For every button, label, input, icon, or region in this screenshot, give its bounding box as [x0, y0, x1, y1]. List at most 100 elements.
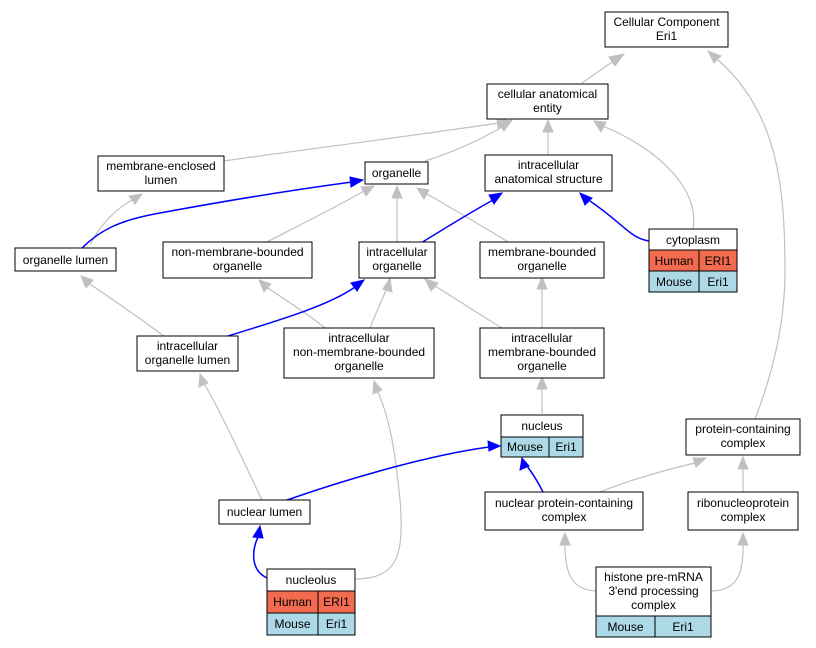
edge-inmbo-to-nmbo	[267, 287, 326, 329]
node-nuclear-lumen[interactable]: nuclear lumen	[218, 499, 311, 525]
edge-histone-to-rnp	[711, 544, 744, 592]
node-nucleolus[interactable]: nucleolus Human ERI1 Mouse Eri1	[266, 568, 356, 636]
node-cellular-component-root[interactable]: Cellular Component Eri1	[604, 11, 729, 48]
node-ribonucleoprotein-complex[interactable]: ribonucleoprotein complex	[687, 491, 799, 531]
mouse-gene-cell	[698, 270, 738, 293]
node-label-line: organelle	[517, 359, 567, 373]
arrowhead-rnp-from-histone	[737, 531, 749, 546]
node-organelle[interactable]: organelle	[364, 161, 429, 185]
node-label-line: organelle	[372, 166, 422, 180]
edge-iol-part-of-io	[227, 286, 356, 337]
mouse-gene-label: Eri1	[707, 275, 729, 289]
arrowhead-olumen-from-iol	[80, 275, 94, 289]
mouse-gene-cell	[548, 436, 584, 458]
node-membrane-bounded-organelle[interactable]: membrane-bounded organelle	[479, 241, 605, 279]
mouse-gene-label: Eri1	[326, 617, 348, 631]
mouse-gene-label: Eri1	[672, 620, 694, 634]
arrowhead-cae-from-organelle	[497, 119, 514, 132]
node-label-line: nucleolus	[286, 573, 337, 587]
node-label-line: organelle	[372, 259, 422, 273]
edge-nmbo-to-organelle	[264, 190, 365, 244]
node-intracellular-membrane-bounded-organelle[interactable]: intracellular membrane-bounded organelle	[479, 327, 605, 379]
arrowhead-pcc-from-rnp	[737, 455, 749, 470]
mouse-species-label: Mouse	[607, 620, 643, 634]
node-intracellular-organelle-lumen[interactable]: intracellular organelle lumen	[136, 335, 239, 372]
arrowhead-io-from-inmbo	[382, 276, 393, 293]
arrowhead-mbo-from-imbo	[536, 275, 548, 290]
edge-nucleolus-to-inmbo	[355, 391, 402, 580]
node-label-line: complex	[542, 510, 587, 524]
node-label-line: entity	[533, 101, 562, 115]
mouse-species-label: Mouse	[507, 440, 543, 454]
arrowhead-root-from-pcc	[706, 50, 722, 64]
node-label-line: Cellular Component	[613, 15, 720, 29]
edge-mel-to-cae	[223, 122, 499, 162]
edge-cae-to-root	[581, 61, 613, 84]
arrowhead-cae-from-ias	[542, 118, 554, 133]
edge-inmbo-to-io	[369, 287, 388, 329]
arrowhead-ias-from-cytoplasm	[579, 192, 593, 206]
node-organelle-lumen[interactable]: organelle lumen	[14, 247, 117, 272]
node-intracellular-organelle[interactable]: intracellular organelle	[358, 241, 436, 279]
mouse-gene-label: Eri1	[555, 440, 577, 454]
node-label-line: organelle	[213, 259, 263, 273]
edge-nlumen-to-iol	[204, 384, 263, 501]
node-label-line: nucleus	[521, 419, 562, 433]
node-intracellular-anatomical-structure[interactable]: intracellular anatomical structure	[484, 154, 613, 192]
arrowhead-organelle-from-olumen	[349, 176, 365, 188]
node-label-line: intracellular	[511, 331, 572, 345]
node-label-line: 3'end processing	[608, 584, 698, 598]
node-label-line: non-membrane-bounded	[171, 245, 303, 259]
node-non-membrane-bounded-organelle[interactable]: non-membrane-bounded organelle	[162, 241, 313, 279]
node-nucleus[interactable]: nucleus Mouse Eri1	[500, 414, 584, 458]
node-label-line: intracellular	[328, 331, 389, 345]
node-histone-pre-mrna-3end-processing-complex[interactable]: histone pre-mRNA 3'end processing comple…	[595, 566, 712, 638]
graph-edges	[80, 50, 786, 592]
arrowhead-ias-from-io	[488, 192, 504, 205]
edge-cytoplasm-part-of-ias	[589, 200, 650, 242]
node-label-line: protein-containing	[695, 422, 790, 436]
edge-npcc-to-pcc	[599, 462, 696, 493]
arrowhead-io-from-imbo	[424, 278, 439, 292]
arrowhead-io-from-iol	[350, 279, 366, 292]
node-membrane-enclosed-lumen[interactable]: membrane-enclosed lumen	[97, 155, 225, 192]
arrowhead-iol-from-nlumen	[198, 372, 209, 388]
node-label-line: anatomical structure	[494, 172, 602, 186]
node-cellular-anatomical-entity[interactable]: cellular anatomical entity	[486, 83, 609, 120]
node-label-line: non-membrane-bounded	[293, 345, 425, 359]
edge-io-part-of-ias	[420, 199, 494, 244]
node-label-line: Eri1	[656, 29, 678, 43]
node-intracellular-non-membrane-bounded-organelle[interactable]: intracellular non-membrane-bounded organ…	[283, 327, 435, 379]
edge-organelle-to-cae	[424, 126, 503, 162]
arrowhead-npcc-from-histone	[559, 531, 571, 546]
node-label-line: lumen	[145, 173, 178, 187]
node-cytoplasm[interactable]: cytoplasm Human ERI1 Mouse Eri1	[648, 228, 738, 293]
node-label-line: organelle lumen	[23, 253, 108, 267]
edge-nucleolus-part-of-nlumen	[252, 536, 268, 579]
node-label-line: complex	[721, 510, 766, 524]
node-label-line: organelle lumen	[145, 353, 230, 367]
mouse-species-label: Mouse	[656, 275, 692, 289]
human-gene-label: ERI1	[705, 254, 732, 268]
arrowhead-organelle-from-nmbo	[360, 185, 376, 197]
node-label-line: membrane-enclosed	[106, 159, 215, 173]
edge-nlumen-part-of-nucleus	[286, 446, 490, 501]
node-label-line: organelle	[334, 359, 384, 373]
node-label-line: intracellular	[518, 158, 579, 172]
node-nuclear-protein-containing-complex[interactable]: nuclear protein-containing complex	[484, 491, 644, 531]
node-label-line: complex	[721, 436, 766, 450]
node-protein-containing-complex[interactable]: protein-containing complex	[685, 418, 801, 456]
arrowhead-mel-from-olumen	[128, 193, 144, 205]
arrowhead-nmbo-from-inmbo	[258, 279, 272, 293]
edge-pcc-to-root	[717, 59, 786, 420]
edge-histone-to-npcc	[564, 544, 597, 592]
arrowhead-inmbo-from-nucleolus	[372, 379, 383, 395]
human-species-label: Human	[273, 595, 312, 609]
arrowhead-nlumen-from-nucleolus	[252, 524, 264, 539]
arrowhead-organelle-from-mbo	[415, 187, 430, 200]
mouse-species-label: Mouse	[274, 617, 310, 631]
node-label-line: membrane-bounded	[488, 345, 596, 359]
edge-iol-to-olumen	[89, 283, 166, 338]
arrowhead-organelle-from-io	[391, 184, 403, 199]
